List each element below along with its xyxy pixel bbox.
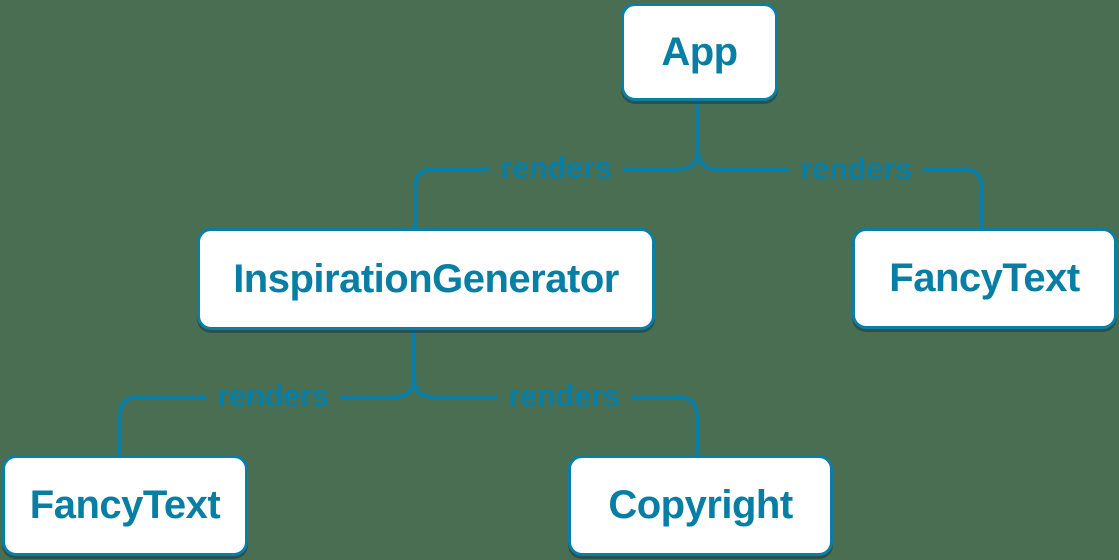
edge-label-renders: renders xyxy=(497,378,631,414)
node-app: App xyxy=(621,3,778,101)
node-copyright: Copyright xyxy=(568,455,833,556)
node-fancy-text-top: FancyText xyxy=(852,228,1117,329)
node-inspiration-generator: InspirationGenerator xyxy=(197,228,655,330)
edge-label-renders: renders xyxy=(206,378,340,414)
node-fancy-text-bottom: FancyText xyxy=(2,455,248,556)
edge-label-renders: renders xyxy=(489,150,623,186)
edge-label-renders: renders xyxy=(789,151,923,187)
